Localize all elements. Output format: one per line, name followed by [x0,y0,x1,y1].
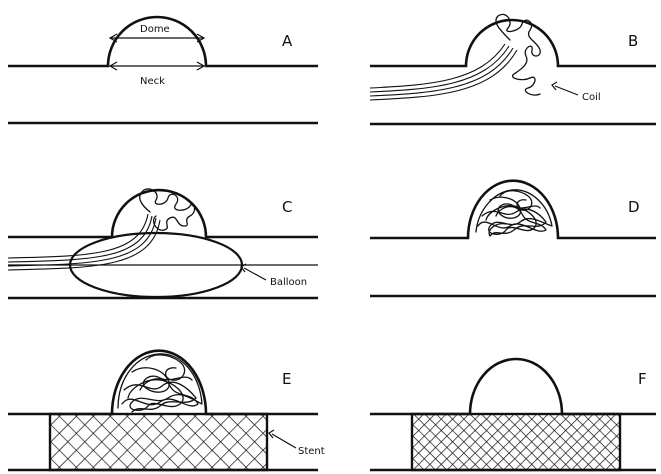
coil-pointer [555,86,578,95]
panel-c: Balloon C [8,189,318,298]
panel-letter-c: C [282,198,292,216]
panel-letter-f: F [638,370,647,388]
vessel-top-wall [370,20,656,66]
stent-label: Stent [298,446,325,457]
stent [50,414,267,470]
panel-letter-d: D [628,198,640,216]
panel-a: Dome Neck A [8,17,318,123]
microcatheter [370,44,517,100]
stent-pointer [272,434,296,448]
neck-label: Neck [140,76,165,87]
vessel-top-wall [370,359,656,414]
panel-d: D [370,181,656,296]
stent [412,414,620,470]
panel-letter-e: E [282,370,291,388]
panel-f: F [370,359,656,470]
panel-b: Coil B [370,14,656,124]
panel-letter-a: A [282,32,293,50]
balloon-label: Balloon [270,277,307,288]
coil-label: Coil [582,92,601,103]
coil-mass [476,190,552,236]
microcatheter [8,214,160,270]
stent-pointer-head [269,430,274,438]
panel-letter-b: B [628,32,638,50]
balloon-pointer [244,268,266,280]
panel-e: Stent E [8,351,325,470]
coil [140,189,195,230]
dome-label: Dome [140,24,170,35]
